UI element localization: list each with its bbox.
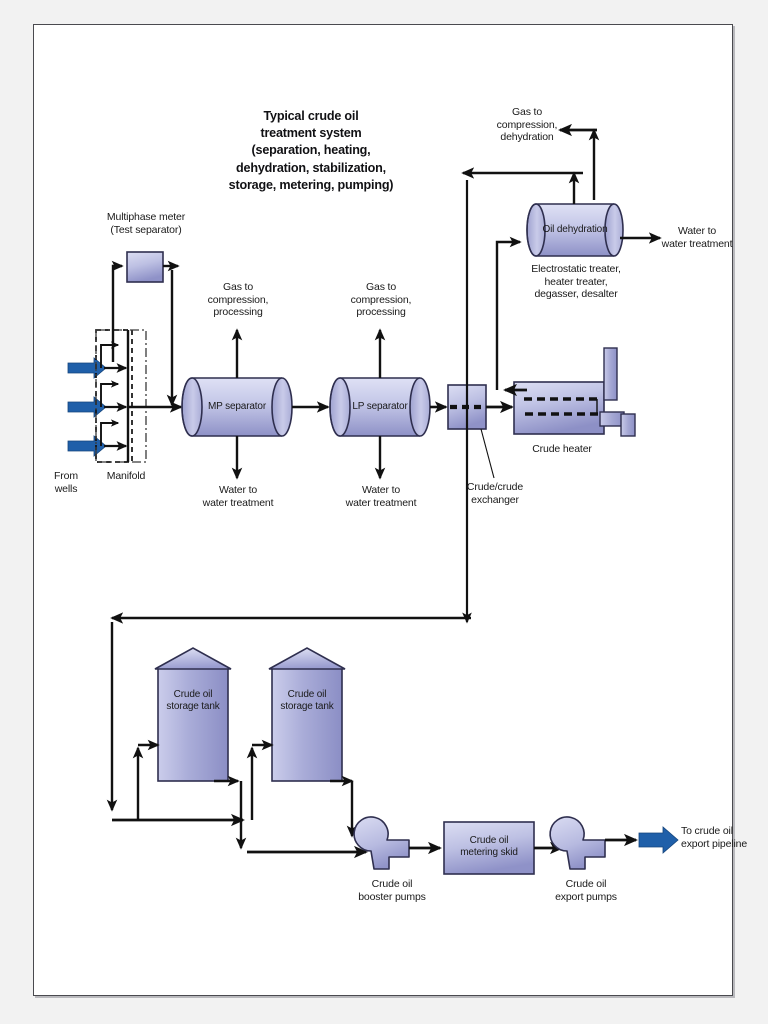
metering-skid-label: Crude oil metering skid bbox=[460, 835, 518, 858]
export-pump-symbol bbox=[549, 816, 606, 870]
manifold-outer-dashdot-box bbox=[95, 329, 147, 463]
mp-water-stream-label: Water to water treatment bbox=[202, 484, 274, 509]
storage-tank-2-label: Crude oil storage tank bbox=[280, 689, 334, 712]
manifold-label: Manifold bbox=[106, 470, 146, 482]
storage-tank-1-label: Crude oil storage tank bbox=[166, 689, 220, 712]
oil-dehydration-label: Oil dehydration bbox=[542, 224, 608, 235]
booster-pump-symbol bbox=[353, 816, 410, 870]
manifold-to-meter-riser bbox=[111, 260, 124, 362]
storage-tank-1 bbox=[154, 647, 232, 782]
exchanger-leader bbox=[480, 428, 495, 479]
manifold-lateral-2 bbox=[100, 380, 120, 407]
export-arrow bbox=[638, 826, 679, 854]
dehydration-gas-stream-label: Gas to compression, dehydration bbox=[496, 106, 558, 144]
metering-skid-box bbox=[443, 821, 535, 875]
heater-to-dehydration-riser bbox=[495, 236, 522, 390]
dehydration-water-stream-label: Water to water treatment bbox=[661, 225, 733, 250]
crude-crude-exchanger-label: Crude/crude exchanger bbox=[466, 481, 524, 506]
oil-dehydration-sublabel: Electrostatic treater, heater treater, d… bbox=[531, 263, 621, 301]
export-pipeline-label: To crude oil export pipeline bbox=[681, 825, 748, 850]
booster-pumps-label: Crude oil booster pumps bbox=[358, 878, 426, 903]
multiphase-meter-label: Multiphase meter (Test separator) bbox=[106, 211, 186, 236]
lp-separator-label: LP separator bbox=[352, 401, 408, 412]
export-pumps-label: Crude oil export pumps bbox=[555, 878, 617, 903]
mp-separator-vessel bbox=[181, 377, 293, 437]
lp-separator-vessel bbox=[329, 377, 431, 437]
crude-heater-label: Crude heater bbox=[532, 443, 592, 455]
manifold-lateral-1 bbox=[100, 341, 120, 368]
storage-tank-2 bbox=[268, 647, 346, 782]
oil-dehydration-vessel bbox=[526, 203, 624, 257]
multiphase-meter-box bbox=[126, 251, 164, 283]
crude-heater-stack bbox=[599, 347, 636, 437]
diagram-title: Typical crude oil treatment system (sepa… bbox=[228, 109, 394, 192]
mp-separator-label: MP separator bbox=[207, 401, 267, 412]
mp-gas-stream-label: Gas to compression, processing bbox=[207, 281, 269, 319]
manifold-lateral-3 bbox=[100, 419, 120, 446]
lp-gas-stream-label: Gas to compression, processing bbox=[350, 281, 412, 319]
from-wells-label: From wells bbox=[54, 470, 78, 495]
crude-heater-body bbox=[513, 381, 605, 435]
lp-water-stream-label: Water to water treatment bbox=[345, 484, 417, 509]
